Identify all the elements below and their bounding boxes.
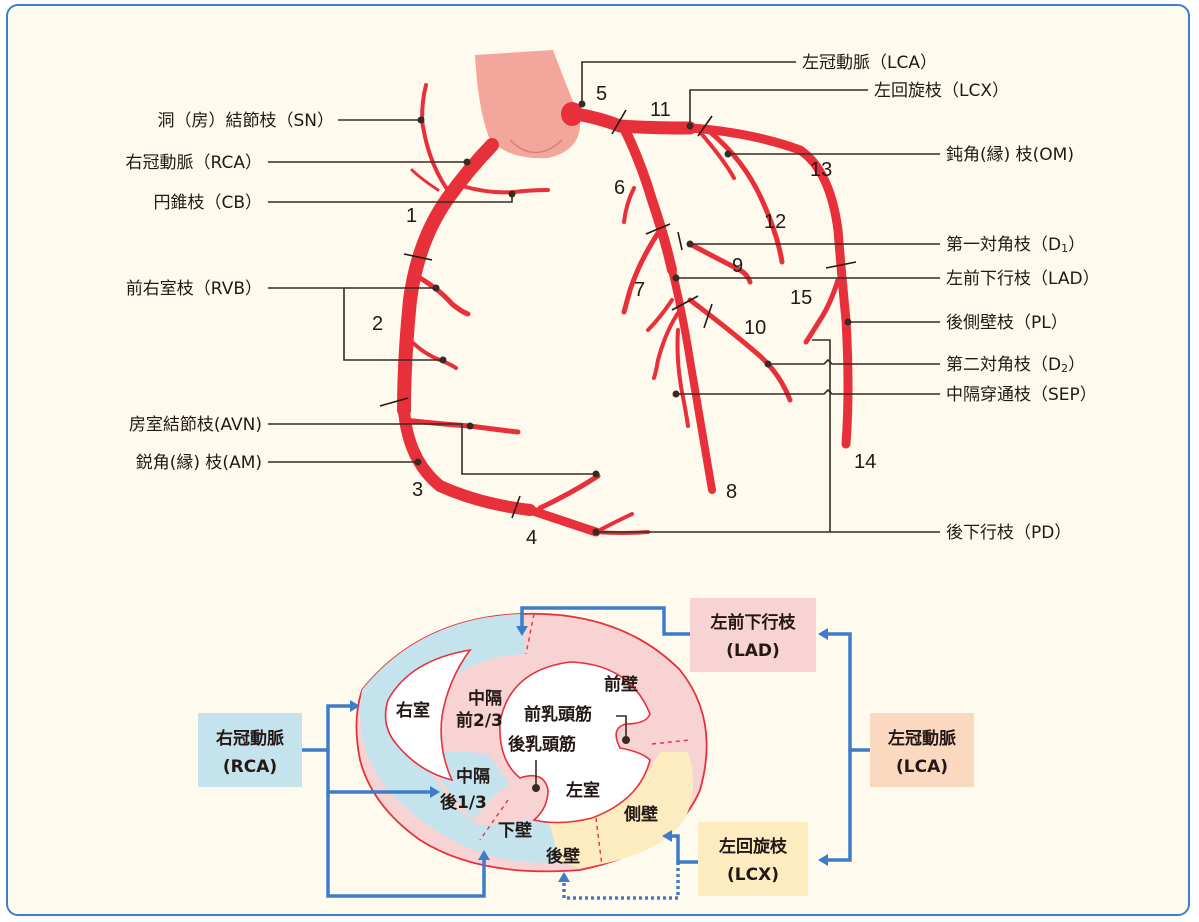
region-lateral: 側壁 [623,804,658,825]
label-om: 鈍角(縁) 枝(OM) [946,145,1074,165]
box-lca-line1: 左冠動脈 [888,728,956,749]
box-rca-line2: (RCA) [223,757,277,777]
segment-1: 1 [406,205,417,227]
segment-15: 15 [790,287,812,309]
label-cb: 円錐枝（CB） [153,193,262,213]
segment-14: 14 [854,451,876,473]
region-septum-post-1: 中隔 [456,766,490,787]
segment-10: 10 [744,317,766,339]
label-d1: 第一対角枝（D1） [946,235,1085,255]
label-d1-main: 第一対角枝（D [946,235,1061,255]
segment-4: 4 [526,527,537,549]
box-lcx-line2: (LCX) [727,865,779,885]
region-anterior: 前壁 [604,674,638,695]
label-lcx: 左回旋枝（LCX） [874,81,1009,101]
segment-12: 12 [764,211,786,233]
segment-6: 6 [614,177,625,199]
label-avn: 房室結節枝(AVN) [129,415,262,435]
segment-8: 8 [726,481,737,503]
label-rvb: 前右室枝（RVB） [126,279,262,299]
label-d2-main: 第二対角枝（D [946,355,1061,375]
region-post-pap: 後乳頭筋 [508,734,576,755]
label-rca: 右冠動脈（RCA） [126,153,262,173]
segment-3: 3 [412,479,423,501]
label-pd: 後下行枝（PD） [946,523,1071,543]
label-d1-end: ） [1068,235,1085,255]
segment-9: 9 [732,255,743,277]
region-rv: 右室 [396,700,430,721]
label-lad: 左前下行枝（LAD） [946,269,1100,289]
region-septum-ant-1: 中隔 [468,688,502,709]
segment-11: 11 [650,99,671,121]
segment-5: 5 [596,83,607,105]
box-lcx-line1: 左回旋枝 [719,836,788,857]
region-septum-ant-2: 前2/3 [456,710,503,731]
segment-dividers [380,110,856,518]
region-ant-pap: 前乳頭筋 [524,704,592,725]
box-lad-line2: (LAD) [726,641,780,661]
box-lca-line2: (LCA) [896,757,948,777]
segment-2: 2 [372,313,383,335]
region-posterior: 後壁 [546,846,580,867]
label-lca: 左冠動脈（LCA） [802,53,937,73]
label-d2: 第二対角枝（D2） [946,355,1085,375]
region-lv: 左室 [566,780,600,801]
region-septum-post-2: 後1/3 [440,792,487,813]
label-pl: 後側壁枝（PL） [946,313,1068,333]
region-inferior: 下壁 [498,820,532,841]
label-sn: 洞（房）結節枝（SN） [157,111,334,131]
box-rca-line1: 右冠動脈 [216,728,284,749]
label-am: 鋭角(縁) 枝(AM) [136,453,262,473]
label-d2-sub: 2 [1061,362,1068,375]
label-sep: 中隔穿通枝（SEP） [946,385,1097,405]
segment-7: 7 [634,279,645,301]
segment-13: 13 [810,159,832,181]
box-lad-line1: 左前下行枝 [711,612,797,633]
label-d1-sub: 1 [1061,242,1068,255]
label-d2-end: ） [1068,355,1085,375]
